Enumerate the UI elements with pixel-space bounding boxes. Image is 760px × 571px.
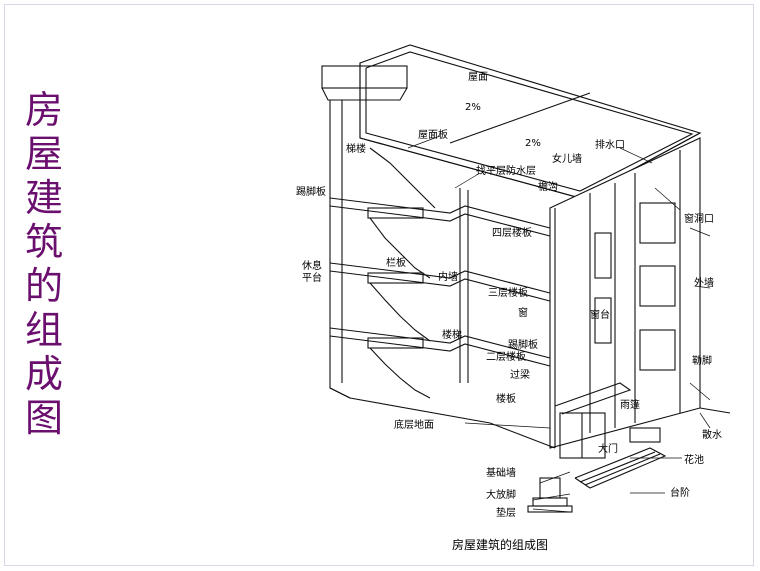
label-foundation-wall: 基础墙 [486,466,516,479]
label-apron: 散水 [702,428,722,441]
landing-3 [367,337,424,349]
label-rest-2: 平台 [302,271,322,284]
leader [689,382,711,401]
stair-flight-top [369,147,436,209]
label-stair-room: 梯楼 [346,142,366,155]
label-roof: 屋面 [468,71,488,83]
step-line-2 [584,453,661,486]
flower-bed [629,427,661,443]
label-window-sill: 窗台 [590,308,610,321]
slab-4 [329,197,551,229]
title-char: 房 [24,88,63,132]
leader [539,471,571,484]
title-char: 建 [24,176,63,220]
title-char: 的 [24,264,63,308]
building-drawing [321,44,731,513]
building-section-diagram: 屋面 2% 2% 屋面板 梯楼 找平层防水层 女儿墙 排水口 檐沟 踢脚板 窗洞… [296,44,731,519]
step-line-1 [579,451,656,483]
slab-3 [329,262,551,294]
landing-1 [367,207,424,219]
label-canopy: 雨篷 [620,398,640,411]
label-4f-slab: 四层楼板 [492,226,532,239]
window-d [639,265,676,307]
title-char: 屋 [24,132,63,176]
slab-2b [329,335,551,367]
label-footing: 大放脚 [486,488,516,501]
leader [699,412,711,429]
slab-3b [329,270,551,302]
label-rest-1: 休息 [302,259,322,272]
parapet-inner [365,51,694,192]
label-railing: 栏板 [386,256,406,269]
stair-housing-roof [321,65,408,89]
label-gutter: 檐沟 [538,180,558,193]
label-cushion: 垫层 [496,506,516,519]
leader [694,285,711,289]
label-window: 窗 [518,306,528,319]
cushion [527,505,573,513]
slab-2 [329,327,551,359]
stair-flight-3 [369,282,431,342]
leader [454,172,481,189]
label-tread: 踢脚板 [296,185,326,198]
label-ground-floor: 底层地面 [394,418,434,431]
label-lintel-opening: 窗洞口 [684,212,714,225]
title-char: 筑 [24,220,63,264]
label-slope1: 2% [465,102,481,113]
label-inner-wall: 内墙 [438,270,458,283]
window-b [594,297,612,344]
foundation-wall [539,477,561,499]
label-drain: 排水口 [595,138,625,151]
leader [654,187,681,211]
label-parapet: 女儿墙 [552,152,582,165]
window-a [594,232,612,279]
label-floor-slab: 楼板 [496,392,516,405]
leader [532,508,571,513]
stair-flight-2 [369,347,431,399]
title-char: 成 [24,352,63,396]
label-2f-slab: 二层楼板 [486,350,526,363]
label-slope2: 2% [525,138,541,149]
leader [532,493,571,501]
stair-housing-base [321,87,408,101]
slab-4b [329,205,551,237]
steps [574,447,667,489]
window-e [639,329,676,371]
roof-ridge [449,92,591,144]
label-3f-slab: 三层楼板 [488,286,528,299]
leader [689,227,711,237]
canopy [554,382,632,415]
label-roof-slab: 屋面板 [418,128,448,141]
ground-line [329,387,556,449]
vertical-title: 房 屋 建 筑 的 组 成 图 [22,88,66,440]
figure-caption: 房屋建筑的组成图 [452,538,549,552]
landing-2 [367,272,424,284]
label-main-door: 大门 [598,442,618,455]
label-staircase: 楼梯 [442,328,462,341]
leader-lines [407,135,711,513]
title-char: 组 [24,308,63,352]
stair-flight-4 [369,217,431,279]
label-outer-wall: 外墙 [694,276,714,289]
label-plinth: 勒脚 [692,354,712,367]
label-flower-bed: 花池 [684,453,704,466]
title-char: 图 [24,396,63,440]
leader [464,422,551,429]
label-kick-board: 踢脚板 [508,338,538,351]
window-c [639,202,676,244]
leader [619,147,653,164]
labels: 屋面 2% 2% 屋面板 梯楼 找平层防水层 女儿墙 排水口 檐沟 踢脚板 窗洞… [296,71,722,519]
label-leveling: 找平层防水层 [476,164,536,177]
label-steps: 台阶 [670,486,690,499]
slide-border [4,4,754,566]
leader [407,135,441,149]
apron-line [699,407,731,414]
label-lintel: 过梁 [510,368,530,381]
